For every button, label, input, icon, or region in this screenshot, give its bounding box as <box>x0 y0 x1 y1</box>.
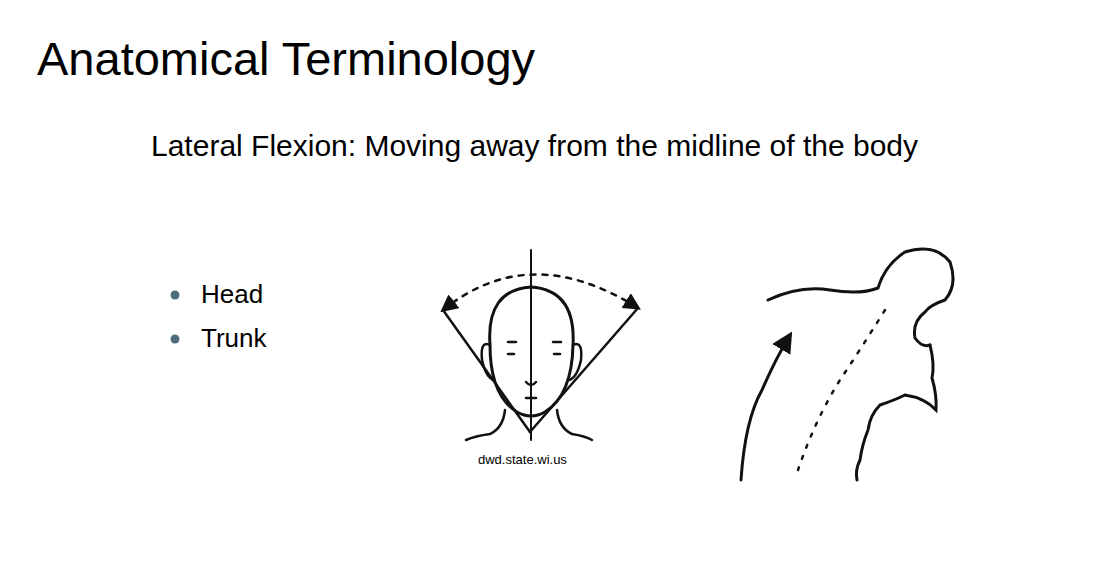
source-credit: dwd.state.wi.us <box>478 452 618 468</box>
slide-title: Anatomical Terminology <box>37 31 937 87</box>
bullet-item: Trunk <box>201 323 401 354</box>
bullet-dot <box>171 335 180 344</box>
bullet-item: Head <box>201 279 401 310</box>
definition-text: Lateral Flexion: Moving away from the mi… <box>151 128 961 164</box>
trunk-figure <box>741 249 953 480</box>
head-figure <box>443 250 638 440</box>
bullet-dot <box>171 291 180 300</box>
